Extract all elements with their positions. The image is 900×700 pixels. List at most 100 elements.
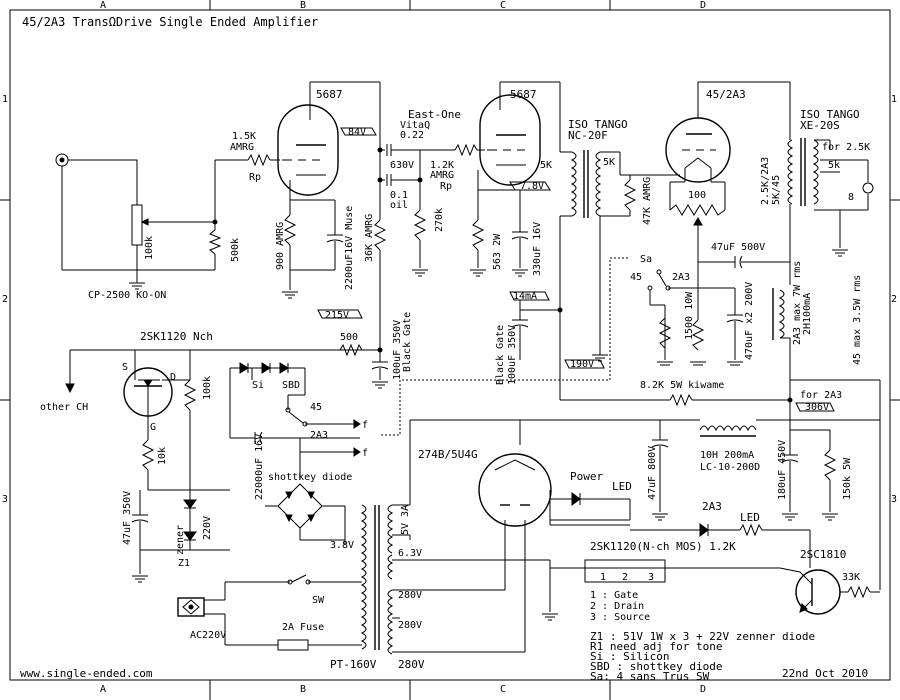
resistor-500k-icon bbox=[208, 229, 222, 255]
v190-flag-icon bbox=[564, 359, 605, 369]
ground-icon-13 bbox=[652, 513, 668, 521]
resistor-100k-fet-icon bbox=[183, 379, 197, 411]
ot-primary-1: 2.5K/2A3 bbox=[760, 157, 771, 205]
c630-label: 630V bbox=[390, 160, 414, 171]
resistor-500-icon bbox=[339, 343, 363, 357]
c01-value: 0.1 bbox=[390, 190, 408, 201]
ground-icon-3 bbox=[412, 269, 428, 277]
note-3: Si : Silicon bbox=[590, 650, 669, 663]
cathode-r1-value: 900 AMRG bbox=[275, 222, 286, 270]
bg-cap-1-icon bbox=[371, 361, 389, 370]
rectifier-tube-icon bbox=[478, 453, 552, 527]
pinout-box bbox=[584, 559, 666, 583]
grid-col-b-bottom: B bbox=[300, 684, 306, 695]
sw-2a3-label: 2A3 bbox=[310, 430, 328, 441]
led-2a3-icon bbox=[699, 523, 709, 537]
cap-180-icon bbox=[781, 454, 799, 463]
tr1-5k: 5K bbox=[603, 157, 615, 168]
power-switch[interactable] bbox=[291, 574, 307, 583]
bleeder-150k-icon bbox=[823, 449, 837, 481]
ground-icon-4 bbox=[470, 269, 486, 277]
si-diode-icon bbox=[239, 362, 249, 374]
choke-10h-icon bbox=[699, 425, 757, 437]
east-one-label: East-One bbox=[408, 108, 461, 121]
pt-label: PT-160V bbox=[330, 658, 377, 671]
ac-plug-icon bbox=[177, 597, 205, 617]
pin-num-2: 2 bbox=[622, 572, 628, 583]
ot-5k: 5k bbox=[828, 160, 840, 171]
power-led-sub: LED bbox=[612, 480, 632, 493]
nc20f-label: NC-20F bbox=[568, 129, 608, 142]
ground-icon-15 bbox=[822, 513, 838, 521]
cap-47uf-800-icon bbox=[651, 439, 669, 448]
v38-label: 3.8V bbox=[330, 540, 354, 551]
choke1-value: 2H100mA bbox=[802, 293, 813, 335]
tube3-label: 45/2A3 bbox=[706, 88, 746, 101]
zener-diode-1-icon bbox=[183, 499, 197, 509]
date-label: 22nd Oct 2010 bbox=[782, 667, 868, 680]
ground-icon-14 bbox=[782, 513, 798, 521]
cathode-resistor-1-icon bbox=[283, 214, 297, 246]
grid-row-1-left: 1 bbox=[2, 94, 8, 105]
rms-2a3: 2A3 max 7W rms bbox=[792, 261, 803, 345]
grid-row-1-right: 1 bbox=[891, 94, 897, 105]
grid-col-d-top: D bbox=[700, 0, 706, 11]
v14ma-flag-icon bbox=[509, 291, 550, 301]
choke2-type: LC-10-200D bbox=[700, 462, 760, 473]
cathode-cap-2-icon bbox=[511, 231, 529, 240]
r270k-value: 270k bbox=[434, 208, 445, 232]
c47-800-value: 47uF 800V bbox=[647, 446, 658, 500]
r36k-value: 36K AMRG bbox=[364, 214, 375, 262]
r500-value: 500 bbox=[340, 332, 358, 343]
power-led-label: Power bbox=[570, 470, 603, 483]
ground-icon-2 bbox=[282, 291, 298, 299]
coupling-brand: VitaQ bbox=[400, 120, 430, 131]
grid-col-c-top: C bbox=[500, 0, 506, 11]
rp-label-2: Rp bbox=[440, 181, 452, 192]
grid-leak-270k-icon bbox=[413, 209, 427, 241]
sel-45: 45 bbox=[630, 272, 642, 283]
sel-2a3: 2A3 bbox=[672, 272, 690, 283]
for-2a3-label: for 2A3 bbox=[800, 390, 842, 401]
heater-switch[interactable] bbox=[288, 411, 304, 424]
r10k-value: 10k bbox=[157, 447, 168, 465]
pin-num-3: 3 bbox=[648, 572, 654, 583]
tube-5687-1-icon bbox=[277, 104, 339, 196]
r-500k-value: 500k bbox=[230, 238, 241, 262]
v215-label: 215V bbox=[325, 310, 349, 321]
grid-resistor-47k-icon bbox=[623, 179, 637, 211]
ot-primary-2: 5K/45 bbox=[771, 175, 782, 205]
cathode-resistor-2-icon bbox=[471, 219, 485, 251]
resistor-8k2-icon bbox=[669, 393, 693, 407]
speaker-jack-icon bbox=[862, 182, 874, 194]
fuse-icon bbox=[277, 639, 309, 651]
tube1-label: 5687 bbox=[316, 88, 343, 101]
v78-label: 7.8V bbox=[520, 181, 544, 192]
schematic-title: 45/2A3 TransΩDrive Single Ended Amplifie… bbox=[22, 15, 318, 29]
v306-flag-icon bbox=[795, 402, 835, 412]
rp-label-1: Rp bbox=[249, 172, 261, 183]
output-transformer-icon bbox=[787, 138, 819, 206]
led2-tube-label: 2A3 bbox=[702, 500, 722, 513]
v78-flag-icon bbox=[509, 181, 551, 191]
r12k-value: 1.2K bbox=[430, 160, 454, 171]
ground-icon-12 bbox=[132, 575, 148, 583]
c47-500-value: 47uF 500V bbox=[711, 242, 765, 253]
zener-label: zener bbox=[175, 525, 186, 555]
resistor-1k2-icon bbox=[739, 523, 763, 537]
iso-tango-1: ISO TANGO bbox=[568, 118, 628, 131]
v280a-label: 280V bbox=[398, 590, 422, 601]
r150k-value: 150k 5W bbox=[842, 457, 853, 500]
r33k-value: 33K bbox=[842, 572, 860, 583]
f2-label: f bbox=[362, 448, 368, 459]
grid-col-b-top: B bbox=[300, 0, 306, 11]
sbd-label: SBD bbox=[282, 380, 300, 391]
grid-resistor-2-icon bbox=[454, 143, 478, 157]
c47-350-value: 47uF 350V bbox=[122, 491, 133, 545]
selector-switch-sa[interactable] bbox=[658, 273, 667, 287]
xe20s-label: XE-20S bbox=[800, 119, 840, 132]
v215-flag-icon bbox=[317, 309, 363, 319]
sw-label: SW bbox=[312, 595, 325, 606]
npn-transistor-icon bbox=[795, 569, 841, 615]
